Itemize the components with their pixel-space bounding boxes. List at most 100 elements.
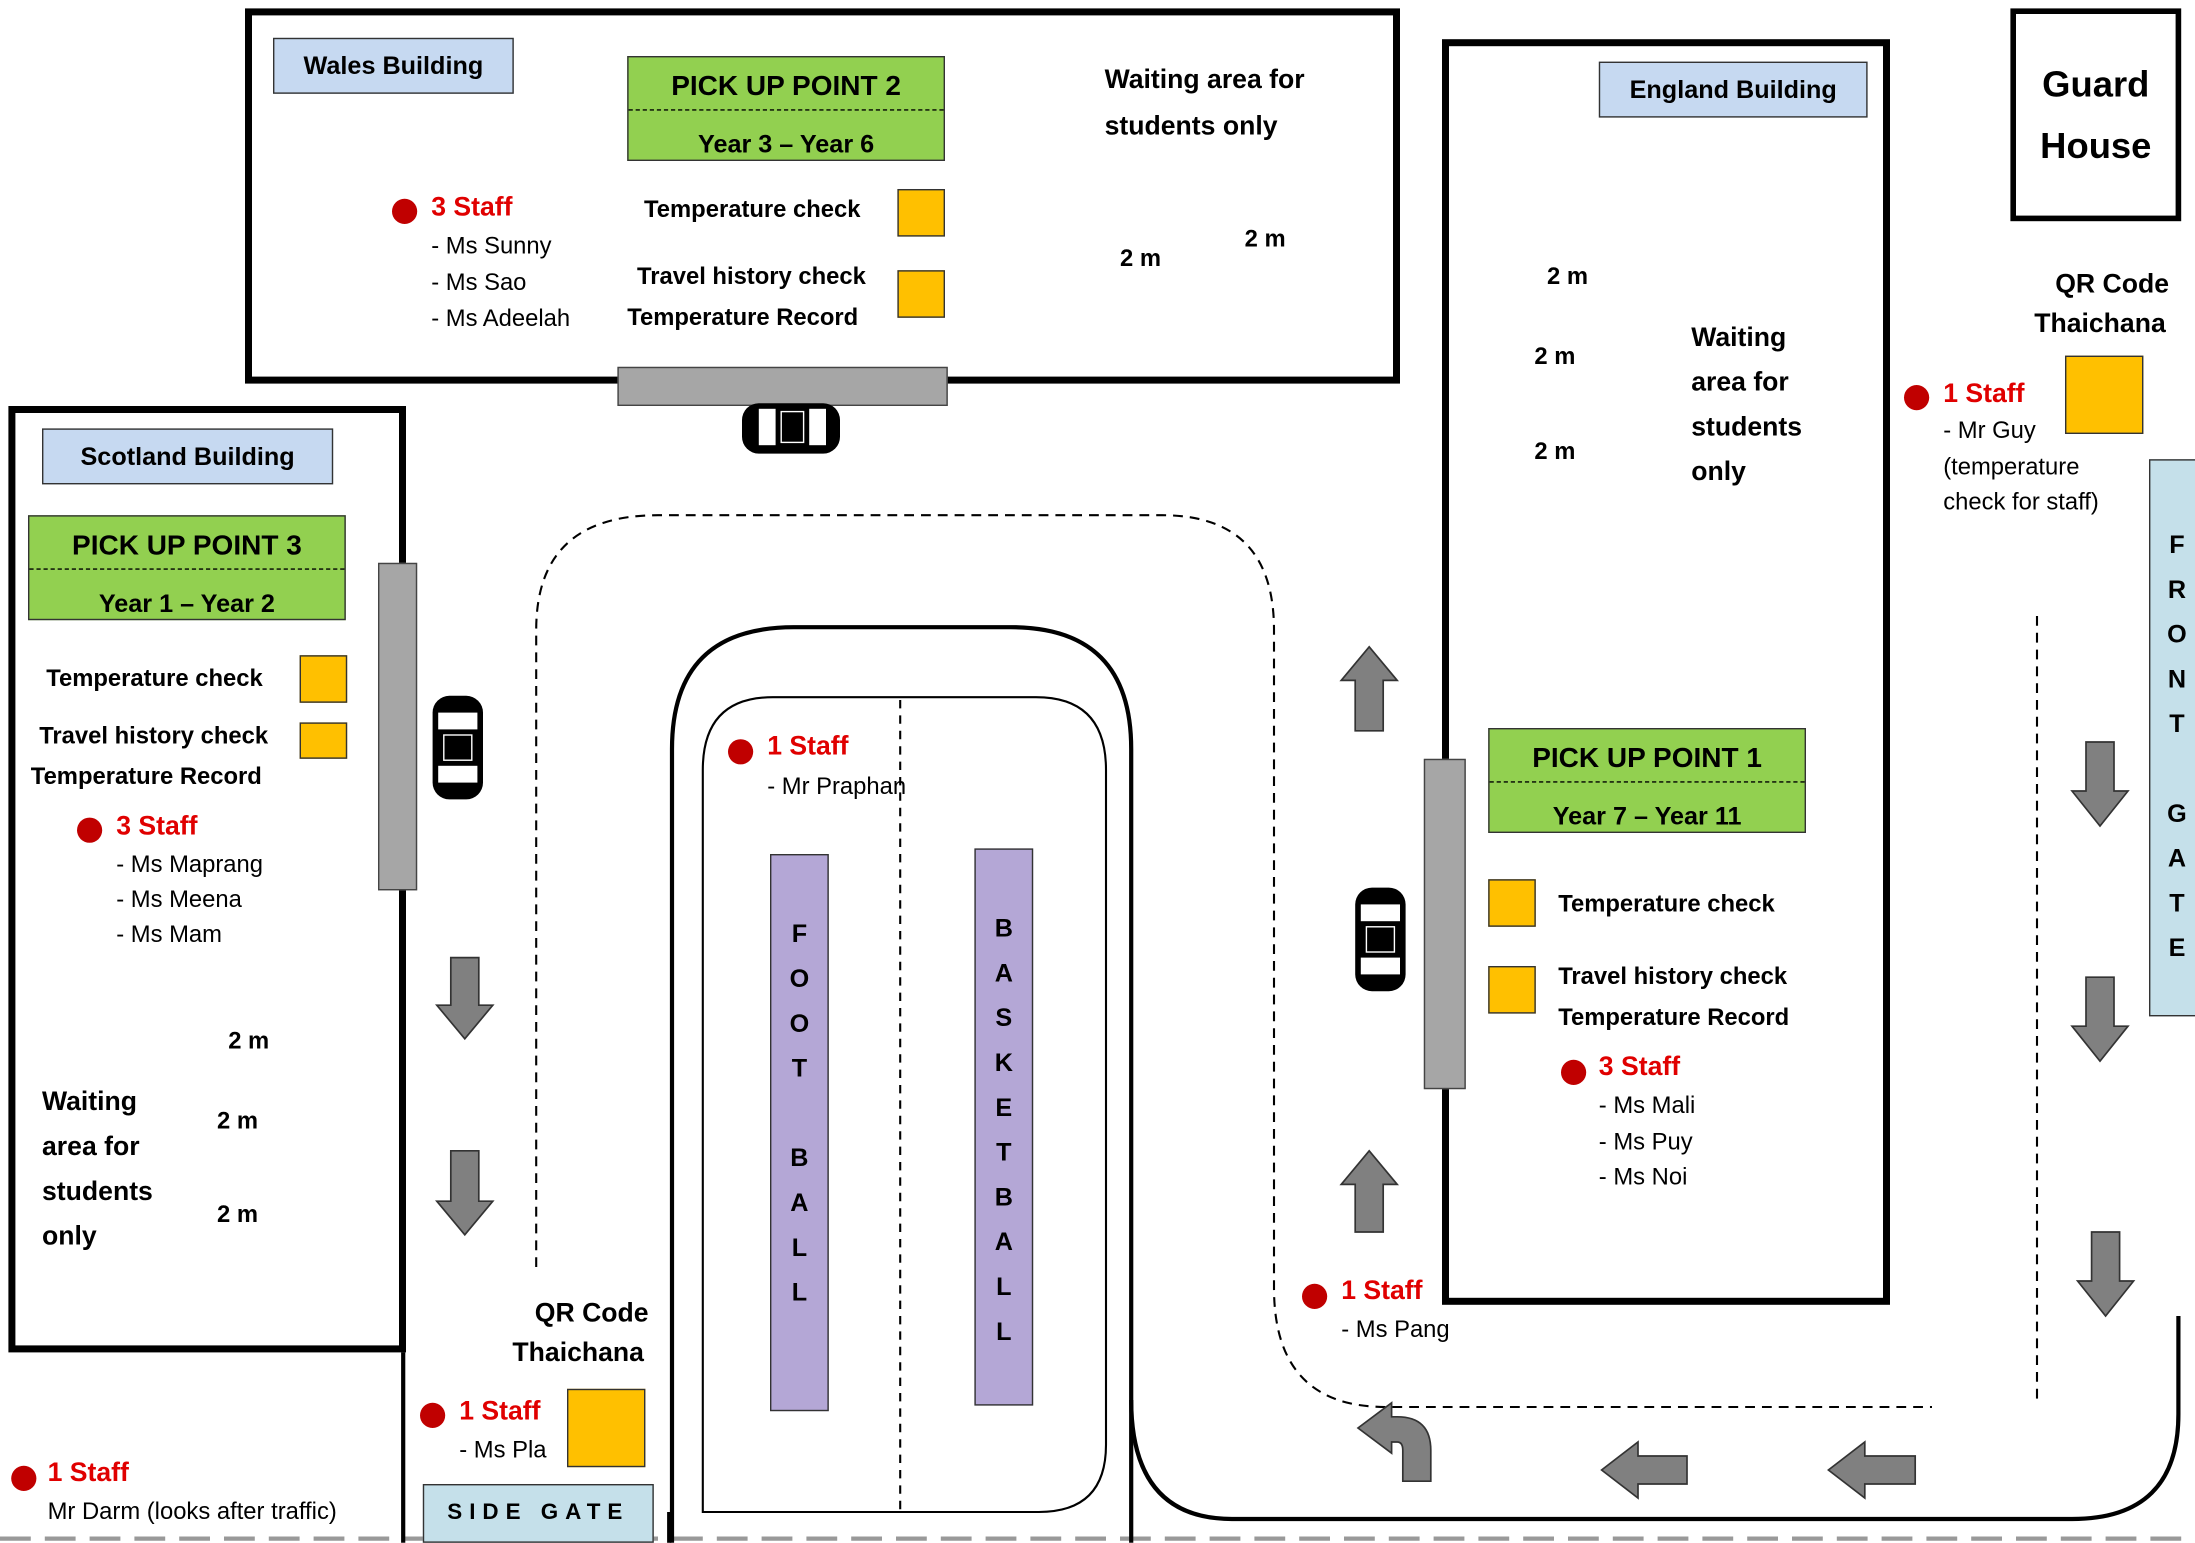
wales-staff-name: - Ms Adeelah bbox=[431, 305, 571, 332]
arrow-down-icon bbox=[2070, 976, 2130, 1063]
wales-waiting-title: students only bbox=[1104, 112, 1278, 142]
court-inner bbox=[701, 696, 1108, 1514]
waiting-line: students bbox=[1691, 413, 1803, 443]
wales-staff-name: - Ms Sunny bbox=[431, 232, 552, 259]
front-qr-code-box bbox=[2065, 355, 2144, 434]
front-qr-label: QR Code bbox=[2055, 270, 2169, 300]
front-gate-letter: G bbox=[2167, 799, 2187, 828]
scotland-waiting-title: Waiting area for students only bbox=[42, 1081, 153, 1260]
basketball-letter: K bbox=[994, 1048, 1013, 1077]
divider bbox=[1489, 780, 1805, 782]
basketball-letter: B bbox=[994, 914, 1013, 943]
pickup-point-1: PICK UP POINT 1 Year 7 – Year 11 bbox=[1488, 728, 1806, 833]
front-gate-letter: R bbox=[2167, 575, 2187, 604]
staff-dot-icon bbox=[77, 817, 103, 843]
staff-dot-icon bbox=[392, 198, 418, 224]
scotland-staff-name: - Ms Maprang bbox=[116, 851, 264, 878]
waiting-line: only bbox=[42, 1222, 97, 1252]
staff-dot-icon bbox=[1302, 1283, 1328, 1309]
england-travel-check-label: Travel history check bbox=[1558, 963, 1788, 990]
divider bbox=[628, 108, 944, 110]
distance-label: 2 m bbox=[1547, 263, 1589, 290]
front-gate-letter: O bbox=[2167, 620, 2187, 649]
england-temp-check-box bbox=[1488, 879, 1536, 927]
basketball-letter: B bbox=[994, 1183, 1013, 1211]
football-letter: L bbox=[791, 1278, 808, 1307]
arrow-up-icon bbox=[1339, 1149, 1399, 1233]
wales-staff-count: 3 Staff bbox=[431, 193, 513, 223]
wales-temp-check-label: Temperature check bbox=[644, 196, 861, 223]
front-staff-name: - Mr Guy bbox=[1943, 417, 2036, 444]
front-gate-letter: N bbox=[2167, 665, 2187, 693]
pickup-point-2-title: PICK UP POINT 2 bbox=[671, 71, 901, 103]
staff-dot-icon bbox=[1904, 385, 1930, 411]
arrow-left-icon bbox=[1600, 1440, 1688, 1500]
distance-label: 2 m bbox=[1534, 438, 1576, 465]
scotland-travel-check-label: Travel history check bbox=[39, 722, 269, 749]
front-staff-note: (temperature bbox=[1943, 453, 2080, 481]
u-turn-arrow-icon bbox=[1356, 1401, 1432, 1483]
distance-label: 2 m bbox=[1120, 245, 1162, 272]
scotland-temp-record-label: Temperature Record bbox=[30, 763, 262, 790]
road-loop bbox=[1129, 1315, 2181, 1522]
england-staff-name: - Ms Puy bbox=[1598, 1128, 1693, 1155]
england-building-label: England Building bbox=[1598, 61, 1868, 118]
basketball-letter: L bbox=[996, 1317, 1012, 1346]
side-qr-label: Thaichana bbox=[512, 1338, 644, 1368]
arrow-down-icon bbox=[435, 956, 495, 1041]
pang-staff-name: - Ms Pang bbox=[1341, 1316, 1450, 1343]
wales-travel-check-label: Travel history check bbox=[637, 263, 866, 290]
england-waiting-title: Waiting area for students only bbox=[1691, 316, 1802, 495]
waiting-line: only bbox=[1691, 457, 1746, 488]
arrow-down-icon bbox=[2075, 1231, 2136, 1318]
distance-label: 2 m bbox=[217, 1201, 259, 1228]
waiting-line: Waiting bbox=[1691, 323, 1787, 353]
scotland-pickup-zone bbox=[378, 562, 418, 891]
car-icon bbox=[427, 693, 489, 802]
front-gate-letter: T bbox=[2169, 889, 2185, 917]
scotland-temp-check-box bbox=[299, 655, 348, 703]
side-gate: SIDE GATE bbox=[422, 1484, 654, 1543]
side-gate-label: SIDE GATE bbox=[447, 1500, 630, 1525]
traffic-staff-name: Mr Darm (looks after traffic) bbox=[47, 1498, 337, 1525]
scotland-staff-name: - Ms Meena bbox=[116, 886, 242, 913]
basketball-letter: L bbox=[996, 1272, 1012, 1301]
wales-building-label: Wales Building bbox=[273, 37, 514, 94]
football-letter: O bbox=[789, 1009, 810, 1038]
pickup-point-2-years: Year 3 – Year 6 bbox=[698, 130, 875, 159]
front-gate-letter: E bbox=[2168, 933, 2186, 962]
pickup-point-1-years: Year 7 – Year 11 bbox=[1552, 802, 1742, 831]
car-icon bbox=[1350, 885, 1412, 994]
traffic-staff-count: 1 Staff bbox=[47, 1458, 129, 1489]
pickup-point-3-years: Year 1 – Year 2 bbox=[98, 589, 275, 618]
front-gate-letter: A bbox=[2167, 844, 2187, 873]
waiting-line: area for bbox=[1691, 368, 1789, 398]
distance-label: 2 m bbox=[1244, 225, 1286, 252]
scotland-staff-name: - Ms Mam bbox=[116, 921, 222, 948]
waiting-line: area for bbox=[42, 1132, 140, 1162]
football-letter: O bbox=[789, 964, 810, 993]
england-staff-name: - Ms Mali bbox=[1598, 1092, 1696, 1119]
arrow-up-icon bbox=[1339, 645, 1399, 732]
basketball-letter: S bbox=[995, 1003, 1013, 1032]
wales-travel-check-box bbox=[897, 270, 945, 318]
side-qr-label: QR Code bbox=[534, 1299, 649, 1329]
distance-label: 2 m bbox=[217, 1107, 259, 1134]
basketball-letter: A bbox=[994, 959, 1013, 987]
scotland-building-label: Scotland Building bbox=[42, 428, 334, 485]
football-letter: F bbox=[791, 919, 808, 948]
pickup-point-1-title: PICK UP POINT 1 bbox=[1532, 743, 1762, 775]
vehicle-route bbox=[535, 514, 1932, 1409]
wales-waiting-title: Waiting area for bbox=[1104, 65, 1305, 96]
wales-temp-check-box bbox=[897, 189, 945, 237]
staff-dot-icon bbox=[1561, 1059, 1587, 1085]
front-gate-letter bbox=[2150, 746, 2195, 791]
court-staff-name: - Mr Praphan bbox=[767, 772, 907, 800]
football-letter: L bbox=[791, 1233, 808, 1262]
side-qr-code-box bbox=[567, 1388, 646, 1468]
football-letter: A bbox=[790, 1188, 809, 1217]
